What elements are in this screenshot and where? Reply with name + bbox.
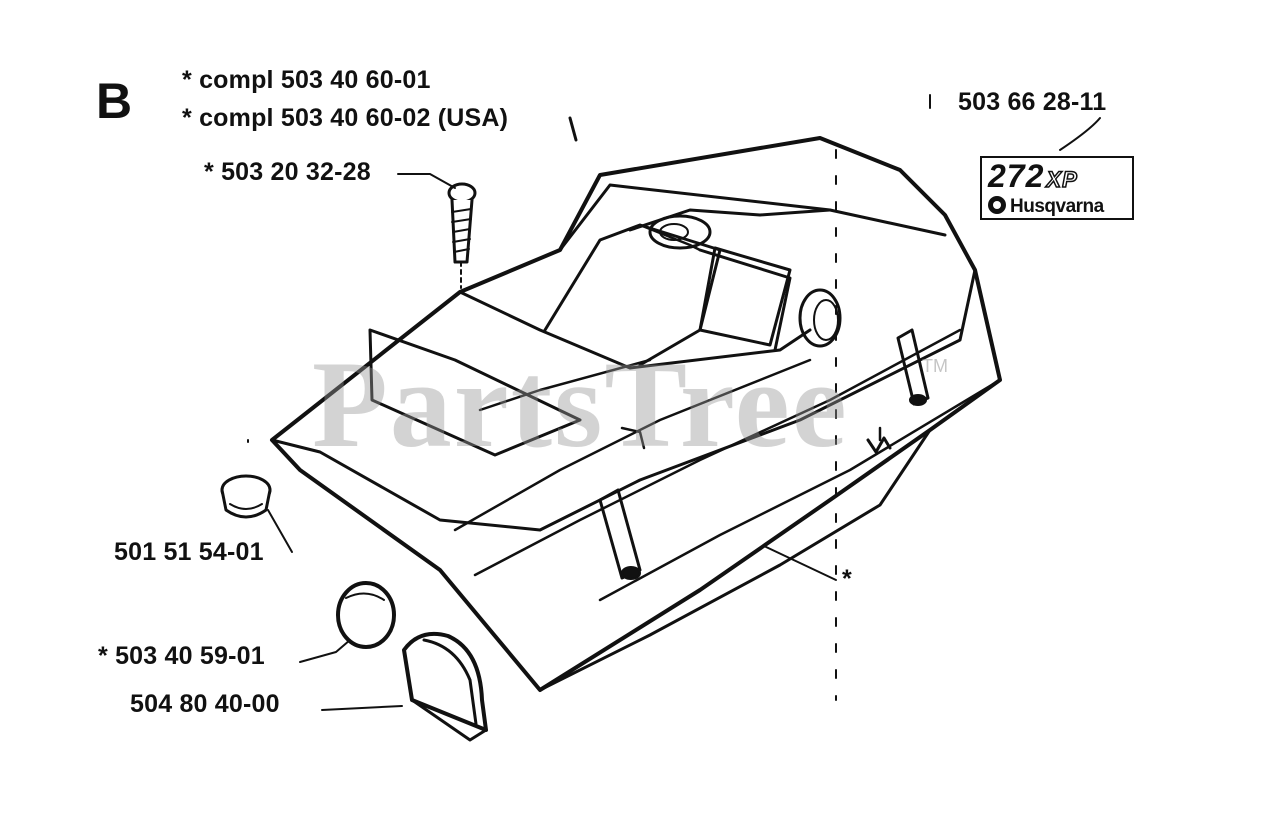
label-cap[interactable]: * 503 40 59-01 [98, 642, 265, 670]
label-screw[interactable]: * 503 20 32-28 [204, 158, 371, 186]
label-guard[interactable]: 504 80 40-00 [130, 690, 280, 718]
leader-lines [247, 94, 1101, 711]
label-plug[interactable]: 501 51 54-01 [114, 538, 264, 566]
guard-part[interactable] [402, 631, 488, 742]
cylinder-cover[interactable] [270, 136, 1002, 692]
decal-brand: Husqvarna [1010, 196, 1104, 217]
plug-part[interactable] [220, 474, 272, 519]
section-letter: B [96, 73, 133, 129]
model-decal[interactable]: 272XP Husqvarna [980, 156, 1134, 220]
label-compl-1[interactable]: * compl 503 40 60-01 [182, 66, 431, 94]
husqvarna-crown-icon [988, 196, 1006, 214]
decal-model-number: 272 [988, 158, 1045, 194]
label-cover-part[interactable]: * [842, 565, 852, 593]
label-decal[interactable]: 503 66 28-11 [958, 88, 1107, 116]
watermark-trademark: TM [922, 356, 948, 376]
decal-model-suffix: XP [1046, 166, 1078, 193]
label-compl-2[interactable]: * compl 503 40 60-02 (USA) [182, 104, 509, 132]
screw-part[interactable] [447, 182, 477, 289]
cap-part[interactable] [336, 581, 396, 649]
